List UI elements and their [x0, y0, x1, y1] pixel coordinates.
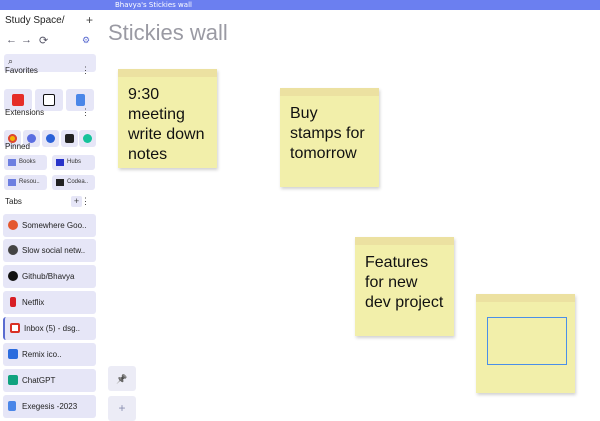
- pin-icon: 📌: [116, 374, 128, 384]
- sticky-text[interactable]: Buy stamps for tomorrow: [290, 105, 365, 162]
- tabs-title: Tabs: [5, 197, 22, 206]
- pinned-item-hubs[interactable]: Hubs: [52, 155, 95, 170]
- nav-controls: ← → ⟳ ⚙: [6, 34, 94, 48]
- blue-extension-icon: [46, 134, 55, 143]
- pinned-title: Pinned: [5, 142, 30, 151]
- pinned-item-label: Resou..: [19, 179, 40, 185]
- tab-label: Netflix: [22, 298, 45, 307]
- folder-icon: [8, 179, 16, 186]
- extension-wordpress[interactable]: [23, 130, 40, 147]
- search-input[interactable]: ⌕: [4, 54, 96, 72]
- chrome-icon: [8, 134, 17, 143]
- search-icon: ⌕: [8, 56, 14, 66]
- tab-item[interactable]: Github/Bhavya: [3, 265, 96, 288]
- pinned-item-resources[interactable]: Resou..: [4, 175, 47, 190]
- chatgpt-icon: [8, 375, 18, 385]
- sticky-text[interactable]: 9:30 meeting write down notes: [128, 86, 205, 163]
- google-docs-icon: [8, 401, 16, 411]
- tab-label: ChatGPT: [22, 376, 56, 385]
- tab-favicon: [8, 220, 18, 230]
- new-tab-button[interactable]: +: [71, 196, 82, 207]
- dark-extension-icon: [65, 134, 74, 143]
- favorite-youtube[interactable]: [4, 89, 32, 111]
- tab-label: Inbox (5) - dsg..: [24, 324, 81, 333]
- extension-grammarly[interactable]: [79, 130, 96, 147]
- sticky-header[interactable]: [280, 88, 379, 96]
- favorite-notion[interactable]: [35, 89, 63, 111]
- wordpress-icon: [27, 134, 36, 143]
- youtube-icon: [12, 94, 24, 106]
- sticky-note-selected[interactable]: [476, 294, 575, 393]
- tab-item[interactable]: Slow social netw..: [3, 239, 96, 262]
- favorite-google-docs[interactable]: [66, 89, 94, 111]
- notion-icon: [43, 94, 55, 106]
- sticky-header[interactable]: [118, 69, 217, 77]
- back-icon[interactable]: ←: [6, 34, 17, 46]
- github-icon: [8, 271, 18, 281]
- tabs-menu-icon[interactable]: ⋮: [81, 196, 90, 206]
- gmail-icon: [10, 323, 20, 333]
- sticky-note[interactable]: Buy stamps for tomorrow: [280, 88, 379, 187]
- add-sticky-button[interactable]: +: [108, 396, 136, 421]
- sticky-header[interactable]: [355, 237, 454, 245]
- sidebar: Study Space/ + ← → ⟳ ⚙ ⌕ Favorites ⋮ Ext…: [0, 10, 98, 418]
- grammarly-icon: [83, 134, 92, 143]
- pin-tool-button[interactable]: 📌: [108, 366, 136, 391]
- plus-icon: +: [118, 401, 126, 415]
- pinned-item-label: Codea..: [67, 179, 89, 185]
- reload-icon[interactable]: ⟳: [39, 35, 49, 47]
- tab-item[interactable]: Netflix: [3, 291, 96, 314]
- settings-icon[interactable]: ⚙: [82, 35, 91, 45]
- extensions-title: Extensions: [5, 108, 45, 117]
- forward-icon[interactable]: →: [21, 34, 32, 46]
- extension-dark[interactable]: [61, 130, 78, 147]
- favorites-menu-icon[interactable]: ⋮: [81, 65, 90, 75]
- tab-item[interactable]: ChatGPT: [3, 369, 96, 392]
- sticky-text[interactable]: Features for new dev project: [365, 254, 444, 311]
- google-docs-icon: [76, 94, 85, 106]
- active-tab-title[interactable]: Bhavya's Stickies wall: [115, 1, 192, 9]
- tab-label: Remix ico..: [22, 350, 62, 359]
- space-title[interactable]: Study Space/: [5, 15, 65, 26]
- tab-label: Somewhere Goo..: [22, 221, 87, 230]
- tab-label: Github/Bhavya: [22, 272, 75, 281]
- pinned-item-label: Books: [19, 159, 36, 165]
- sticky-header[interactable]: [476, 294, 575, 302]
- tab-favicon: [8, 245, 18, 255]
- sticky-note[interactable]: Features for new dev project: [355, 237, 454, 336]
- extension-chrome[interactable]: [4, 130, 21, 147]
- tab-label: Slow social netw..: [22, 246, 86, 255]
- new-space-button[interactable]: +: [85, 13, 93, 27]
- tab-item-active[interactable]: Inbox (5) - dsg..: [3, 317, 96, 340]
- extensions-menu-icon[interactable]: ⋮: [81, 107, 90, 117]
- space-header: Study Space/ +: [5, 13, 95, 30]
- sticky-note[interactable]: 9:30 meeting write down notes: [118, 69, 217, 168]
- remix-icon: [8, 349, 18, 359]
- stickies-wall: Stickies wall 9:30 meeting write down no…: [98, 10, 600, 421]
- extension-blue[interactable]: [42, 130, 59, 147]
- favorites-title: Favorites: [5, 66, 38, 75]
- top-bar: Bhavya's Stickies wall: [0, 0, 600, 10]
- tab-item[interactable]: Exegesis -2023: [3, 395, 96, 418]
- page-title: Stickies wall: [108, 20, 228, 45]
- codecademy-icon: [56, 179, 64, 186]
- folder-icon: [8, 159, 16, 166]
- pinned-item-books[interactable]: Books: [4, 155, 47, 170]
- hubs-icon: [56, 159, 64, 166]
- pinned-item-codea[interactable]: Codea..: [52, 175, 95, 190]
- netflix-icon: [10, 297, 16, 307]
- tab-item[interactable]: Remix ico..: [3, 343, 96, 366]
- pinned-item-label: Hubs: [67, 159, 82, 165]
- tab-label: Exegesis -2023: [22, 402, 78, 411]
- selection-box[interactable]: [487, 317, 567, 365]
- tab-item[interactable]: Somewhere Goo..: [3, 214, 96, 237]
